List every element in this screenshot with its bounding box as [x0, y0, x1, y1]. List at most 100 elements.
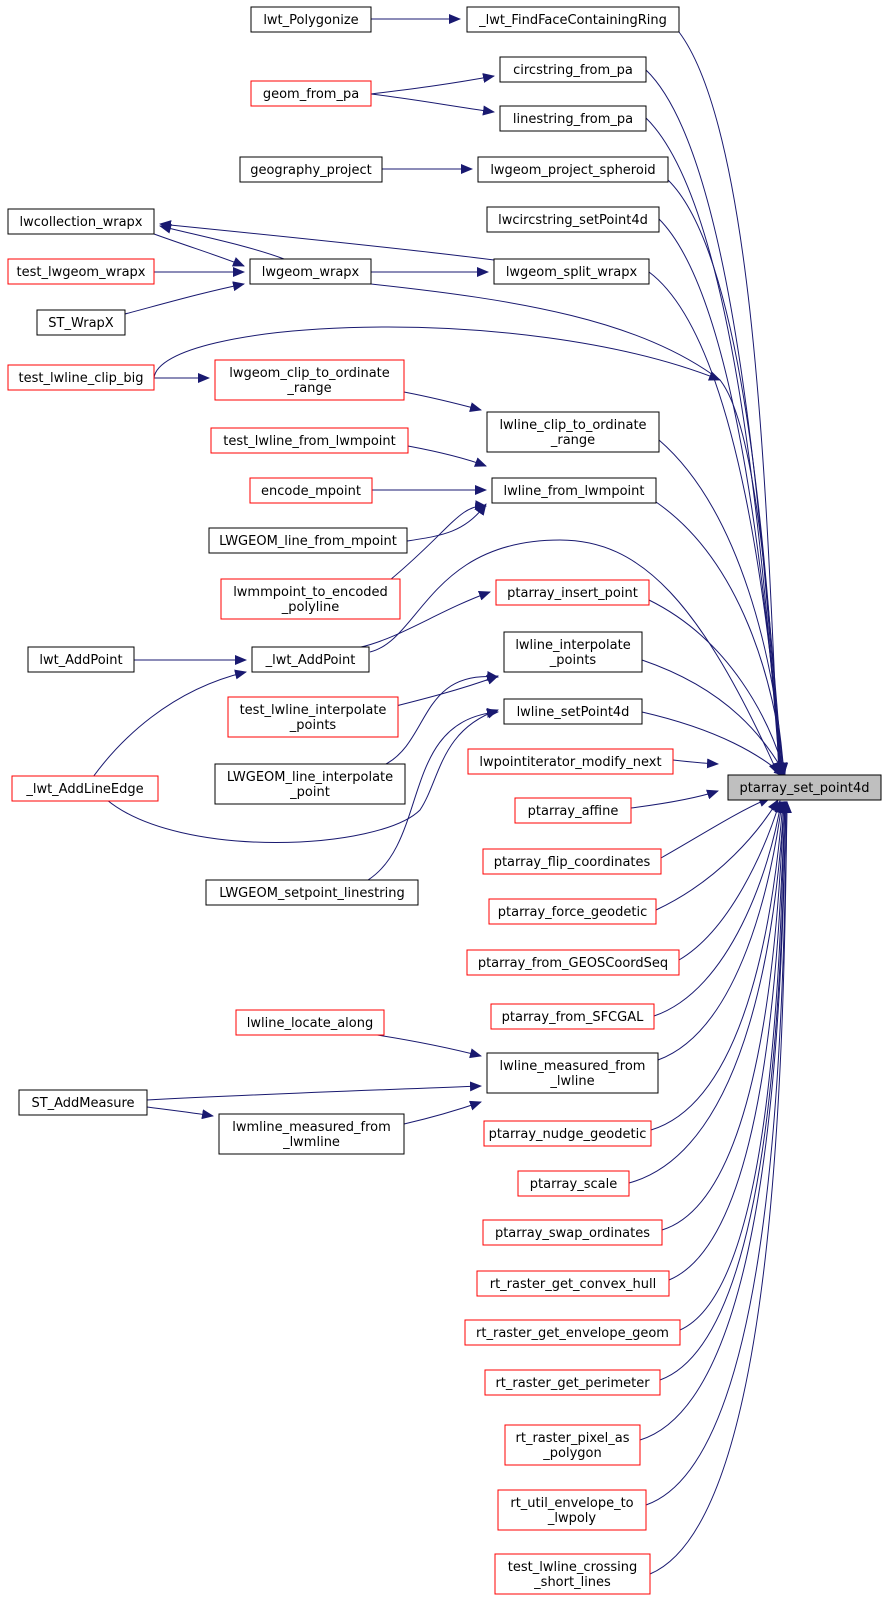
node-box [482, 1219, 663, 1246]
node-lwgeom-clip-to-ordinate-range[interactable]: lwgeom_clip_to_ordinate_range [214, 359, 405, 401]
node-test-lwgeom-wrapx[interactable]: test_lwgeom_wrapx [7, 258, 155, 285]
node-box [7, 364, 155, 391]
call-edge [645, 801, 792, 1506]
call-edge [659, 801, 791, 1381]
node-lwgeom-line-interpolate-point[interactable]: LWGEOM_line_interpolate_point [214, 763, 406, 805]
node-lwt-addpoint-ext[interactable]: lwt_AddPoint [27, 646, 135, 673]
call-edge [678, 31, 784, 775]
node-test-lwline-crossing-short-lines[interactable]: test_lwline_crossing_short_lines [494, 1553, 651, 1595]
call-edge [370, 73, 495, 95]
node-lwt-findface[interactable]: _lwt_FindFaceContainingRing [466, 6, 680, 33]
node-rt-util-envelope-to-lwpoly[interactable]: rt_util_envelope_to_lwpoly [497, 1489, 647, 1531]
node-lwmmpoint-to-encoded-polyline[interactable]: lwmmpoint_to_encoded_polyline [220, 578, 401, 620]
node-lwgeom-split-wrapx[interactable]: lwgeom_split_wrapx [493, 258, 650, 285]
node-circstring-from-pa[interactable]: circstring_from_pa [499, 56, 647, 83]
node-lwgeom-setpoint-linestring[interactable]: LWGEOM_setpoint_linestring [205, 879, 419, 906]
node-rt-raster-get-perimeter[interactable]: rt_raster_get_perimeter [484, 1369, 661, 1396]
call-edge [367, 707, 499, 881]
node-box [483, 1120, 652, 1147]
node-lwcollection-wrapx[interactable]: lwcollection_wrapx [7, 208, 155, 235]
node-ptarray-from-geoscoordseq[interactable]: ptarray_from_GEOSCoordSeq [466, 949, 680, 976]
node-label: test_lwline_clip_big [19, 371, 144, 386]
node-geom-from-pa[interactable]: geom_from_pa [250, 80, 372, 107]
node-lwt-addlineedge[interactable]: _lwt_AddLineEdge [11, 775, 159, 802]
node-geography-project[interactable]: geography_project [239, 156, 383, 183]
node-linestring-from-pa[interactable]: linestring_from_pa [499, 105, 647, 132]
node-label: rt_raster_get_convex_hull [490, 1277, 657, 1292]
node-lwline-from-lwmpoint[interactable]: lwline_from_lwmpoint [491, 477, 657, 504]
node-rt-raster-pixel-as-polygon[interactable]: rt_raster_pixel_as_polygon [504, 1424, 641, 1466]
call-edge [678, 800, 782, 961]
node-label: linestring_from_pa [513, 112, 633, 127]
call-edge [672, 758, 719, 769]
node-lwgeom-project-spheroid[interactable]: lwgeom_project_spheroid [477, 156, 669, 183]
call-edge [660, 797, 771, 859]
call-edge [655, 501, 788, 775]
call-edge [403, 1100, 482, 1125]
node-ptarray-scale[interactable]: ptarray_scale [517, 1170, 630, 1197]
node-encode-mpoint[interactable]: encode_mpoint [249, 477, 373, 504]
node-box [36, 309, 126, 336]
node-box [486, 1052, 659, 1094]
node-lwt-polygonize[interactable]: lwt_Polygonize [250, 6, 372, 33]
node-box [249, 477, 373, 504]
node-label: test_lwline_interpolate [240, 703, 387, 718]
call-edge [649, 801, 792, 1575]
node-label: LWGEOM_line_interpolate [227, 770, 393, 785]
call-edge [641, 711, 786, 777]
call-edge [630, 789, 719, 809]
call-edge [370, 93, 495, 116]
call-edge [641, 659, 786, 775]
call-edge [389, 500, 487, 581]
call-edge [667, 179, 786, 775]
node-lwline-setpoint4d[interactable]: lwline_setPoint4d [503, 698, 643, 725]
node-ptarray-swap-ordinates[interactable]: ptarray_swap_ordinates [482, 1219, 663, 1246]
node-ptarray-flip-coordinates[interactable]: ptarray_flip_coordinates [482, 848, 662, 875]
node-lwline-locate-along[interactable]: lwline_locate_along [235, 1009, 385, 1036]
node-rt-raster-get-envelope-geom[interactable]: rt_raster_get_envelope_geom [464, 1319, 681, 1346]
node-label: _points [289, 718, 337, 733]
node-label: _lwmline [282, 1135, 340, 1150]
node-label: lwline_measured_from [500, 1059, 646, 1074]
node-label: lwgeom_split_wrapx [506, 265, 638, 280]
node-lwline-interpolate-points[interactable]: lwline_interpolate_points [503, 631, 643, 673]
call-edge [653, 801, 785, 1017]
node-box [250, 6, 372, 33]
node-lwgeom-wrapx[interactable]: lwgeom_wrapx [249, 258, 372, 285]
node-lwgeom-line-from-mpoint[interactable]: LWGEOM_line_from_mpoint [208, 527, 408, 554]
node-box [18, 1089, 148, 1116]
node-lwt-addpoint[interactable]: _lwt_AddPoint [251, 646, 370, 673]
node-ptarray-nudge-geodetic[interactable]: ptarray_nudge_geodetic [483, 1120, 652, 1147]
node-box [249, 258, 372, 285]
node-label: rt_raster_get_envelope_geom [476, 1326, 669, 1341]
call-edge [106, 708, 499, 843]
node-label: lwline_clip_to_ordinate [499, 418, 646, 433]
node-ptarray-from-sfcgal[interactable]: ptarray_from_SFCGAL [490, 1003, 655, 1030]
node-st-addmeasure[interactable]: ST_AddMeasure [18, 1089, 148, 1116]
node-st-wrapx[interactable]: ST_WrapX [36, 309, 126, 336]
node-ptarray-force-geodetic[interactable]: ptarray_force_geodetic [488, 898, 657, 925]
node-box [503, 631, 643, 673]
node-lwcircstring-setpoint4d[interactable]: lwcircstring_setPoint4d [486, 206, 660, 233]
node-label: ptarray_scale [530, 1177, 617, 1192]
node-label: lwgeom_project_spheroid [490, 163, 655, 178]
node-label: ptarray_from_GEOSCoordSeq [478, 956, 668, 971]
node-box [251, 646, 370, 673]
node-test-lwline-clip-big[interactable]: test_lwline_clip_big [7, 364, 155, 391]
node-root[interactable]: ptarray_set_point4d [727, 774, 882, 801]
node-test-lwline-interpolate-points[interactable]: test_lwline_interpolate_points [227, 696, 399, 738]
node-ptarray-insert-point[interactable]: ptarray_insert_point [495, 579, 650, 606]
node-label: lwline_setPoint4d [517, 705, 630, 720]
call-edge [370, 1033, 482, 1059]
node-test-lwline-from-lwmpoint[interactable]: test_lwline_from_lwmpoint [210, 427, 409, 454]
node-ptarray-affine[interactable]: ptarray_affine [514, 797, 632, 824]
node-lwline-measured-from-lwline[interactable]: lwline_measured_from_lwline [486, 1052, 659, 1094]
node-lwpointiterator-modify-next[interactable]: lwpointiterator_modify_next [467, 748, 674, 775]
node-label: lwcircstring_setPoint4d [498, 213, 648, 228]
node-label: ptarray_flip_coordinates [494, 855, 651, 870]
call-edge [92, 669, 247, 778]
node-lwmline-measured-from-lwmline[interactable]: lwmline_measured_from_lwmline [218, 1113, 405, 1155]
node-lwline-clip-to-ordinate-range[interactable]: lwline_clip_to_ordinate_range [486, 411, 660, 453]
node-box [27, 646, 135, 673]
node-rt-raster-get-convex-hull[interactable]: rt_raster_get_convex_hull [476, 1270, 670, 1297]
